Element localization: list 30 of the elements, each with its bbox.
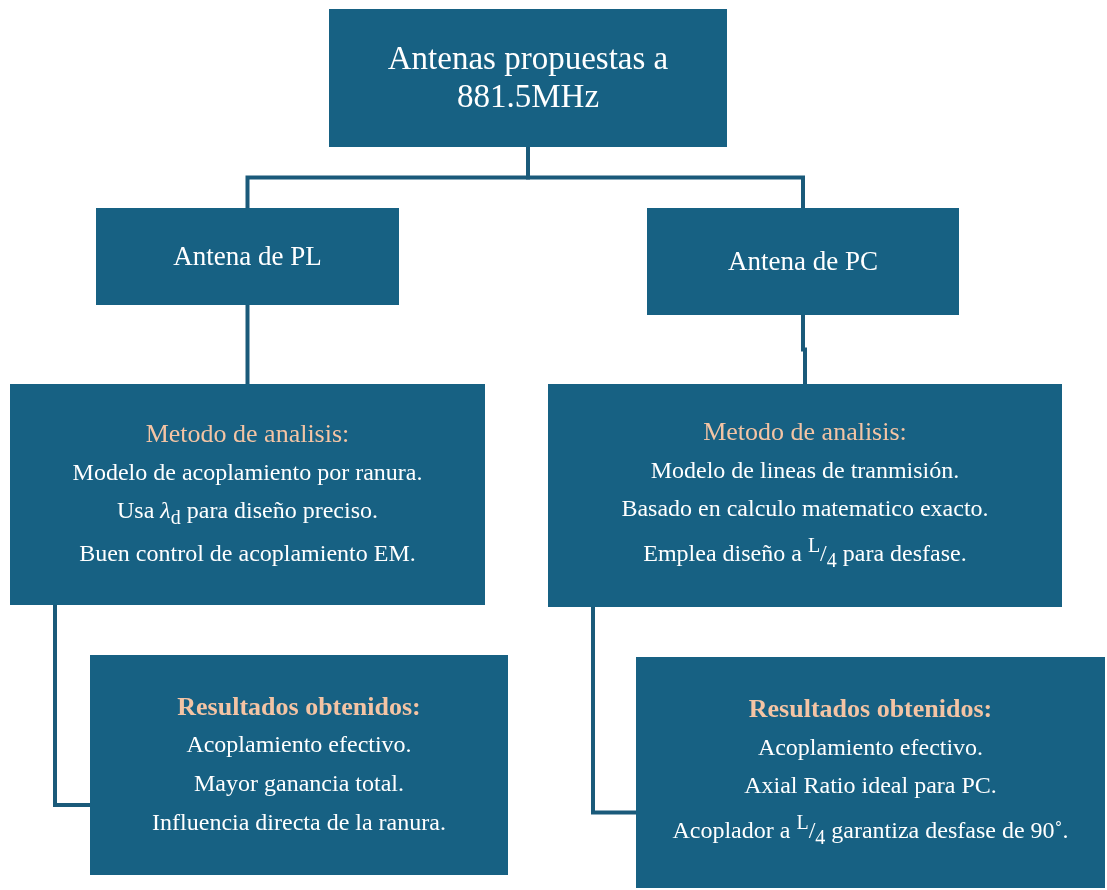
body-text: Acoplador a $^{L}$/$_{4}$ garantiza desfase de 90˚.	[672, 810, 1069, 849]
box-label: Antena de PC	[728, 245, 878, 278]
body-text: Acoplamiento efectivo.	[757, 732, 984, 762]
connector-line	[245, 305, 250, 384]
box-label: Antena de PL	[173, 240, 322, 273]
info-box	[10, 384, 485, 605]
body-text: Usa λ$_{d}$ para diseño preciso.	[117, 496, 378, 530]
info-box	[548, 384, 1062, 607]
connector-line	[53, 605, 90, 807]
body-text: Acoplamiento efectivo.	[186, 730, 412, 759]
body-text: Axial Ratio ideal para PC.	[744, 771, 997, 801]
info-box	[636, 657, 1105, 888]
info-box	[90, 655, 508, 875]
section-heading: Metodo de analisis:	[145, 418, 350, 451]
body-text: Influencia directa de la ranura.	[152, 807, 446, 837]
body-text: Modelo de lineas de tranmisión.	[650, 455, 960, 485]
body-text: Modelo de acoplamiento por ranura.	[72, 457, 423, 487]
connector-line	[591, 607, 636, 815]
process-box	[647, 208, 959, 315]
section-heading: Resultados obtenidos:	[748, 693, 993, 726]
body-text: Emplea diseño a $^{L}$/$_{4}$ para desfase.	[643, 533, 967, 572]
section-heading: Resultados obtenidos:	[177, 690, 421, 723]
body-text: Basado en calculo matematico exacto.	[621, 494, 989, 524]
connector-line	[801, 315, 807, 384]
process-box	[96, 208, 399, 305]
body-text: Buen control de acoplamiento EM.	[79, 539, 416, 568]
title-box	[329, 9, 727, 147]
body-text: Mayor ganancia total.	[194, 768, 404, 798]
section-heading: Metodo de analisis:	[703, 416, 907, 449]
box-label: Antenas propuestas a 881.5MHz	[386, 40, 670, 116]
